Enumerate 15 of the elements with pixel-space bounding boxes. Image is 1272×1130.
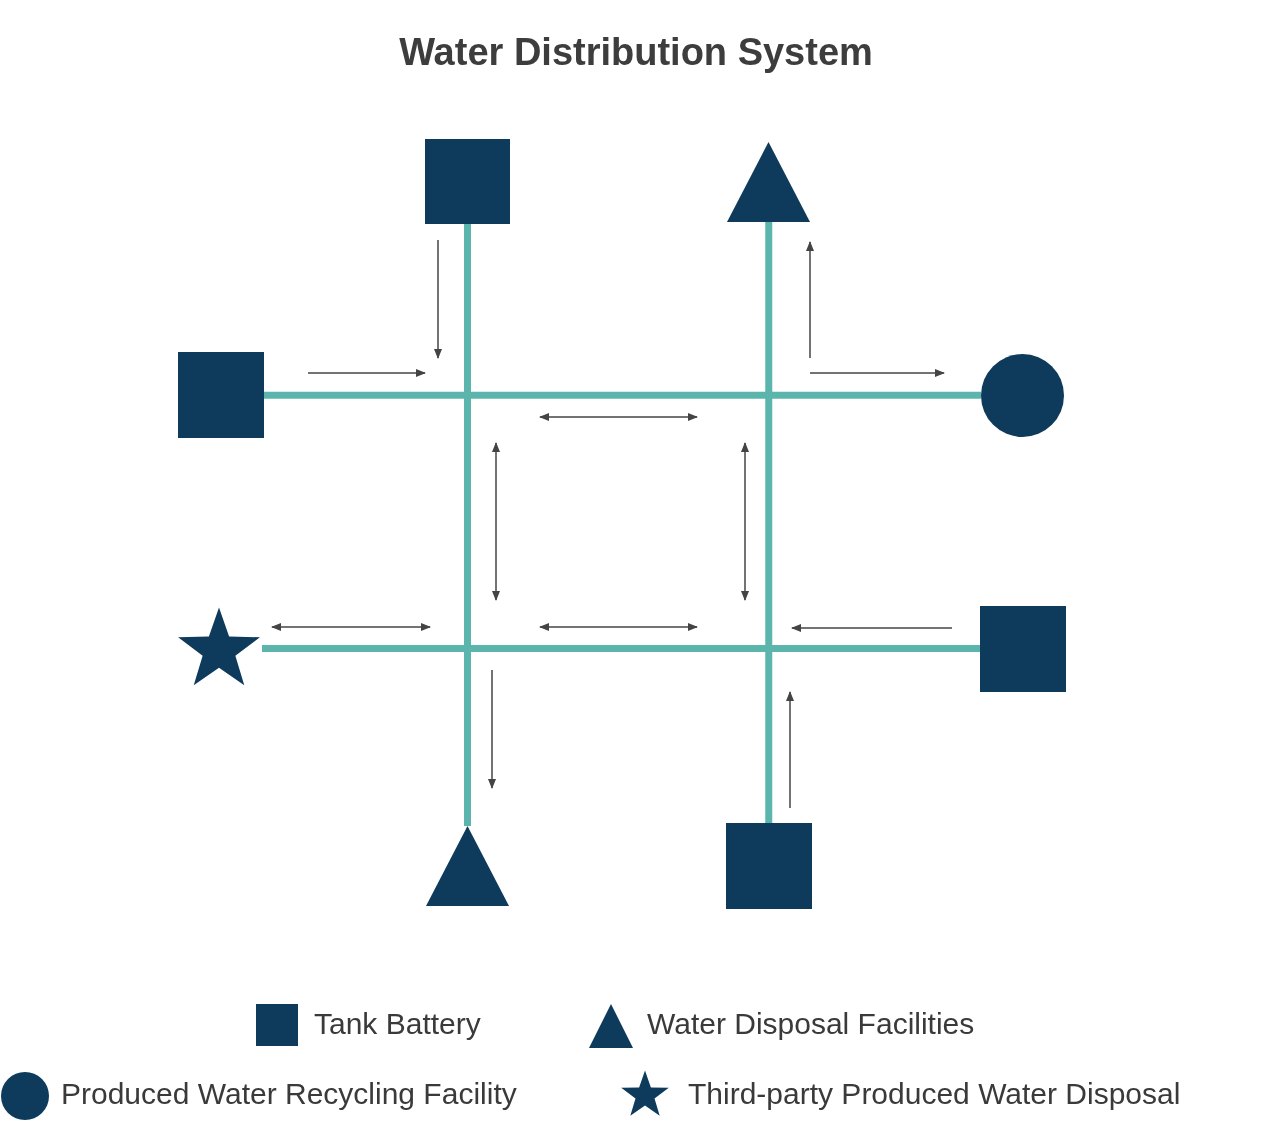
legend-label: Water Disposal Facilities: [647, 1006, 975, 1042]
triangle-symbol: [727, 142, 810, 222]
diagram-title: Water Distribution System: [399, 30, 873, 75]
square-symbol: [980, 606, 1066, 692]
square-symbol: [425, 139, 510, 224]
square-symbol: [726, 823, 812, 909]
legend-label: Third-party Produced Water Disposal: [688, 1076, 1181, 1112]
legend-label: Produced Water Recycling Facility: [61, 1076, 517, 1112]
square-symbol: [178, 352, 264, 438]
legend-label: Tank Battery: [314, 1006, 481, 1042]
pipe-line: [765, 222, 773, 823]
triangle-symbol: [426, 826, 509, 906]
pipe-line: [464, 224, 471, 826]
circle-symbol: [981, 354, 1064, 437]
pipe-line: [264, 391, 981, 399]
